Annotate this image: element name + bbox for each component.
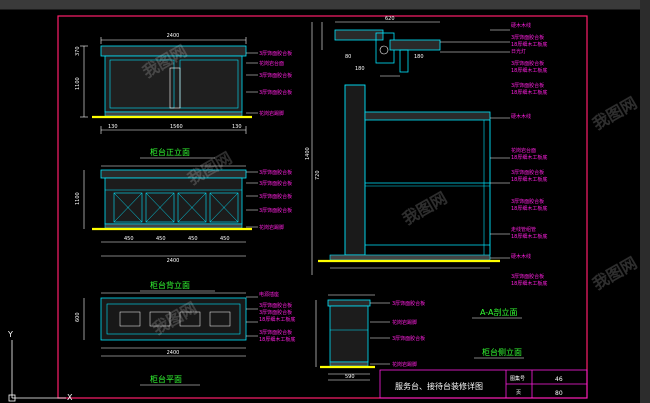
drawing-no-label: 图集号 [510, 375, 525, 382]
plan-label: 18厚细木工板底 [259, 336, 295, 343]
view-title-section: A-A剖立面 [480, 307, 517, 317]
back-label: 3厚饰面胶合板 [259, 180, 292, 187]
back-width-dim: 2400 [167, 258, 180, 264]
section-height-dim: 720 [315, 170, 321, 180]
drawing-no-value: 46 [555, 376, 563, 383]
section-top-dim: 180 [414, 54, 424, 60]
side-width-dim: 590 [345, 374, 355, 380]
side-elevation [315, 294, 390, 381]
plan-height-dim: 600 [75, 312, 81, 322]
ucs-icon [8, 340, 66, 402]
front-label: 3厚饰面胶合板 [259, 50, 292, 57]
section-label: 18厚细木工板底 [511, 89, 547, 96]
section-label: 18厚细木工板底 [511, 280, 547, 287]
section-view [311, 21, 510, 275]
back-part-dim: 450 [156, 236, 166, 242]
section-label: 18厚细木工板底 [511, 41, 547, 48]
section-label: 走线管组管 [511, 226, 536, 233]
section-height-dim: 1400 [305, 147, 311, 160]
back-label: 3厚饰面胶合板 [259, 169, 292, 176]
view-title-back: 柜台背立面 [150, 280, 190, 290]
ucs-y-label: Y [7, 330, 13, 339]
viewport-top-strip [0, 0, 650, 10]
title-block [379, 369, 588, 399]
section-top-dim: 180 [355, 66, 365, 72]
section-label: 日光灯 [511, 48, 526, 55]
back-label: 3厚饰面胶合板 [259, 207, 292, 214]
front-height-dim: 370 [75, 46, 81, 56]
plan-view [83, 292, 258, 357]
plan-label: 3厚饰面胶合板 [259, 309, 292, 316]
front-part-dim: 130 [108, 124, 118, 130]
front-label: 花岗岩台面 [259, 60, 284, 67]
plan-width-dim: 2400 [167, 350, 180, 356]
plan-label: 电源插座 [259, 291, 279, 298]
page-value: 80 [555, 390, 563, 397]
front-height-dim: 1100 [75, 77, 81, 90]
section-label: 3厚饰面胶合板 [511, 82, 544, 89]
section-label: 3厚饰面胶合板 [511, 169, 544, 176]
back-height-dim: 1100 [75, 192, 81, 205]
viewport-scrollbar[interactable] [640, 0, 650, 403]
plan-label: 18厚细木工板底 [259, 316, 295, 323]
plan-label: 3厚饰面胶合板 [259, 302, 292, 309]
sheet-title: 服务台、接待台装修详图 [395, 381, 483, 391]
section-width-dim: 620 [385, 16, 395, 22]
section-label: 硬木木线 [511, 113, 531, 120]
view-title-side: 柜台侧立面 [482, 347, 522, 357]
section-label: 18厚细木工板底 [511, 176, 547, 183]
sheet-frame [57, 15, 588, 399]
view-title-plan: 柜台平面 [150, 374, 182, 384]
section-label: 18厚细木工板底 [511, 154, 547, 161]
back-part-dim: 450 [188, 236, 198, 242]
side-label: 花岗岩踢脚 [392, 319, 417, 326]
section-label: 18厚细木工板底 [511, 205, 547, 212]
back-label: 花岗岩踢脚 [259, 224, 284, 231]
section-label: 硬木木线 [511, 22, 531, 29]
back-part-dim: 450 [220, 236, 230, 242]
side-label: 3厚饰面胶合板 [392, 300, 425, 307]
section-label: 3厚饰面胶合板 [511, 273, 544, 280]
section-label: 硬木木线 [511, 253, 531, 260]
front-part-dim: 130 [232, 124, 242, 130]
ucs-x-label: X [67, 393, 73, 402]
plan-label: 3厚饰面胶合板 [259, 329, 292, 336]
section-label: 3厚饰面胶合板 [511, 34, 544, 41]
view-title-front: 柜台正立面 [150, 147, 190, 157]
front-elevation [80, 37, 258, 134]
section-label: 3厚饰面胶合板 [511, 198, 544, 205]
back-part-dim: 450 [124, 236, 134, 242]
page-label: 页 [516, 390, 521, 396]
front-part-dim: 1560 [170, 124, 183, 130]
side-label: 3厚饰面胶合板 [392, 335, 425, 342]
front-label: 花岗岩踢脚 [259, 110, 284, 117]
back-elevation [83, 165, 258, 257]
section-top-dim: 80 [345, 54, 351, 60]
section-label: 3厚饰面胶合板 [511, 60, 544, 67]
front-label: 3厚饰面胶合板 [259, 72, 292, 79]
front-label: 3厚饰面胶合板 [259, 89, 292, 96]
section-label: 18厚细木工板底 [511, 233, 547, 240]
section-label: 18厚细木工板底 [511, 67, 547, 74]
back-label: 3厚饰面胶合板 [259, 193, 292, 200]
section-label: 花岗岩台面 [511, 147, 536, 154]
front-width-dim: 2400 [167, 33, 180, 39]
side-label: 花岗岩踢脚 [392, 361, 417, 368]
